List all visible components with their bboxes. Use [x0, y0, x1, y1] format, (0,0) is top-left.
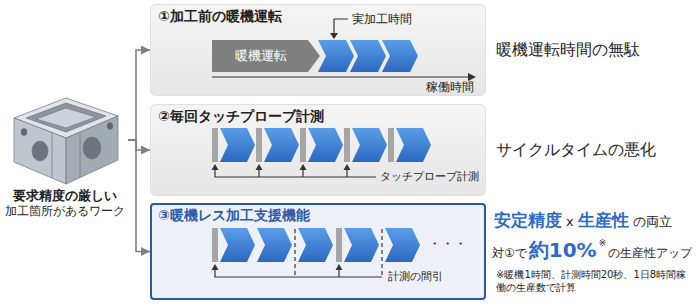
headline-word: の両立 — [633, 214, 672, 230]
probe-strip — [388, 128, 394, 162]
headline-word: 安定精度 — [494, 210, 562, 231]
node-text: ③暖機レス加工支援機能 — [158, 207, 484, 225]
bracket-arrow — [300, 164, 307, 170]
skip-line — [294, 229, 295, 277]
bracket-line — [215, 269, 382, 277]
workpiece-bolt — [107, 123, 113, 130]
node-text: ①加工前の暖機運転 — [158, 8, 485, 26]
panel-ground — [150, 104, 486, 196]
process-chevron — [298, 228, 333, 262]
bracket-line — [346, 169, 347, 177]
process-chevron — [352, 128, 387, 162]
callout-line — [334, 19, 348, 34]
bracket-arrow — [344, 164, 351, 170]
node-text: 暖機運転 — [235, 48, 287, 64]
process-chevron — [344, 228, 379, 262]
bracket-label: 計測の間引 — [388, 270, 443, 284]
process-chevron — [318, 40, 354, 72]
note-mark: ※ — [599, 238, 607, 249]
probe-strip — [212, 228, 218, 262]
bracket-label: タッチプローブ計測 — [380, 170, 479, 184]
process-chevron — [396, 128, 431, 162]
process-chevron — [350, 40, 386, 72]
probe-arrows — [212, 164, 351, 170]
workpiece-bolt — [21, 129, 27, 136]
bracket-arrow — [212, 264, 219, 270]
text-row: 安定精度x生産性の両立 — [494, 210, 672, 231]
workpiece-cavity — [26, 103, 106, 132]
headline-word: 生産性 — [578, 210, 629, 231]
gain-value: 約10% — [529, 238, 597, 263]
workpiece-node: 要求精度の厳しい加工箇所があるワーク — [2, 90, 128, 219]
process-chevron — [220, 228, 255, 262]
process-chevron — [308, 128, 343, 162]
workpiece-rib — [80, 132, 81, 178]
result-text: 暖機運転時間の無駄 — [496, 40, 640, 60]
bracket-line — [258, 169, 259, 177]
bracket-arrow — [256, 164, 263, 170]
text-row: 対①で約10%※の生産性アップ — [492, 238, 692, 263]
headline-word: x — [566, 214, 574, 230]
gain-text: 対①で — [492, 246, 527, 261]
branch-arrow — [128, 50, 150, 140]
process-chevron — [220, 128, 255, 162]
footnote: ※暖機1時間、計測時間20秒、1日8時間稼働の生産数で計算 — [496, 268, 696, 294]
time-axis — [212, 76, 469, 77]
bracket-line — [302, 169, 303, 177]
callout-label: 実加工時間 — [352, 12, 412, 27]
ellipsis-mark: ・・・ — [428, 236, 467, 252]
process-chevron — [385, 228, 420, 262]
bracket-line — [338, 269, 339, 277]
process-chevrons — [220, 228, 420, 262]
bracket-arrow — [212, 164, 219, 170]
branch-arrow — [128, 140, 150, 252]
node-text: ②毎回タッチプローブ計測 — [158, 108, 485, 126]
bracket-line — [215, 169, 376, 177]
gain-text: の生産性アップ — [608, 246, 692, 261]
process-chevron — [264, 128, 299, 162]
process-panel-highlight: ③暖機レス加工支援機能 — [150, 203, 486, 300]
warmup-arrow-fill — [212, 40, 320, 72]
process-chevrons — [220, 128, 431, 162]
probe-strip — [256, 128, 262, 162]
process-chevron — [382, 40, 418, 72]
workpiece-floor — [36, 108, 96, 128]
panel-ground — [150, 203, 486, 300]
skip-bracket — [215, 269, 382, 277]
panel-ground — [150, 4, 486, 96]
workpiece-hole — [83, 137, 101, 159]
probe-strips — [212, 128, 394, 162]
node-subtext: 加工箇所があるワーク — [2, 204, 128, 219]
probe-strip — [212, 128, 218, 162]
process-chevrons — [318, 40, 418, 72]
bracket-arrow — [336, 264, 343, 270]
probe-strip — [300, 128, 306, 162]
probe-strip — [344, 128, 350, 162]
branch-arrow — [128, 140, 150, 150]
process-chevron — [257, 228, 292, 262]
time-axis-arrow — [468, 73, 476, 81]
node-text: 要求精度の厳しい — [2, 188, 128, 204]
warmup-block: 暖機運転 — [212, 40, 320, 72]
callout-arrow — [330, 33, 338, 39]
workpiece-hole — [32, 141, 48, 161]
axis-label: 稼働時間 — [426, 80, 474, 95]
skip-line — [381, 229, 382, 277]
probe-bracket — [215, 169, 376, 177]
workpiece-illustration — [14, 98, 118, 184]
result-text: サイクルタイムの悪化 — [496, 140, 656, 160]
probe-strip — [336, 228, 342, 262]
workpiece-rib — [52, 133, 53, 178]
